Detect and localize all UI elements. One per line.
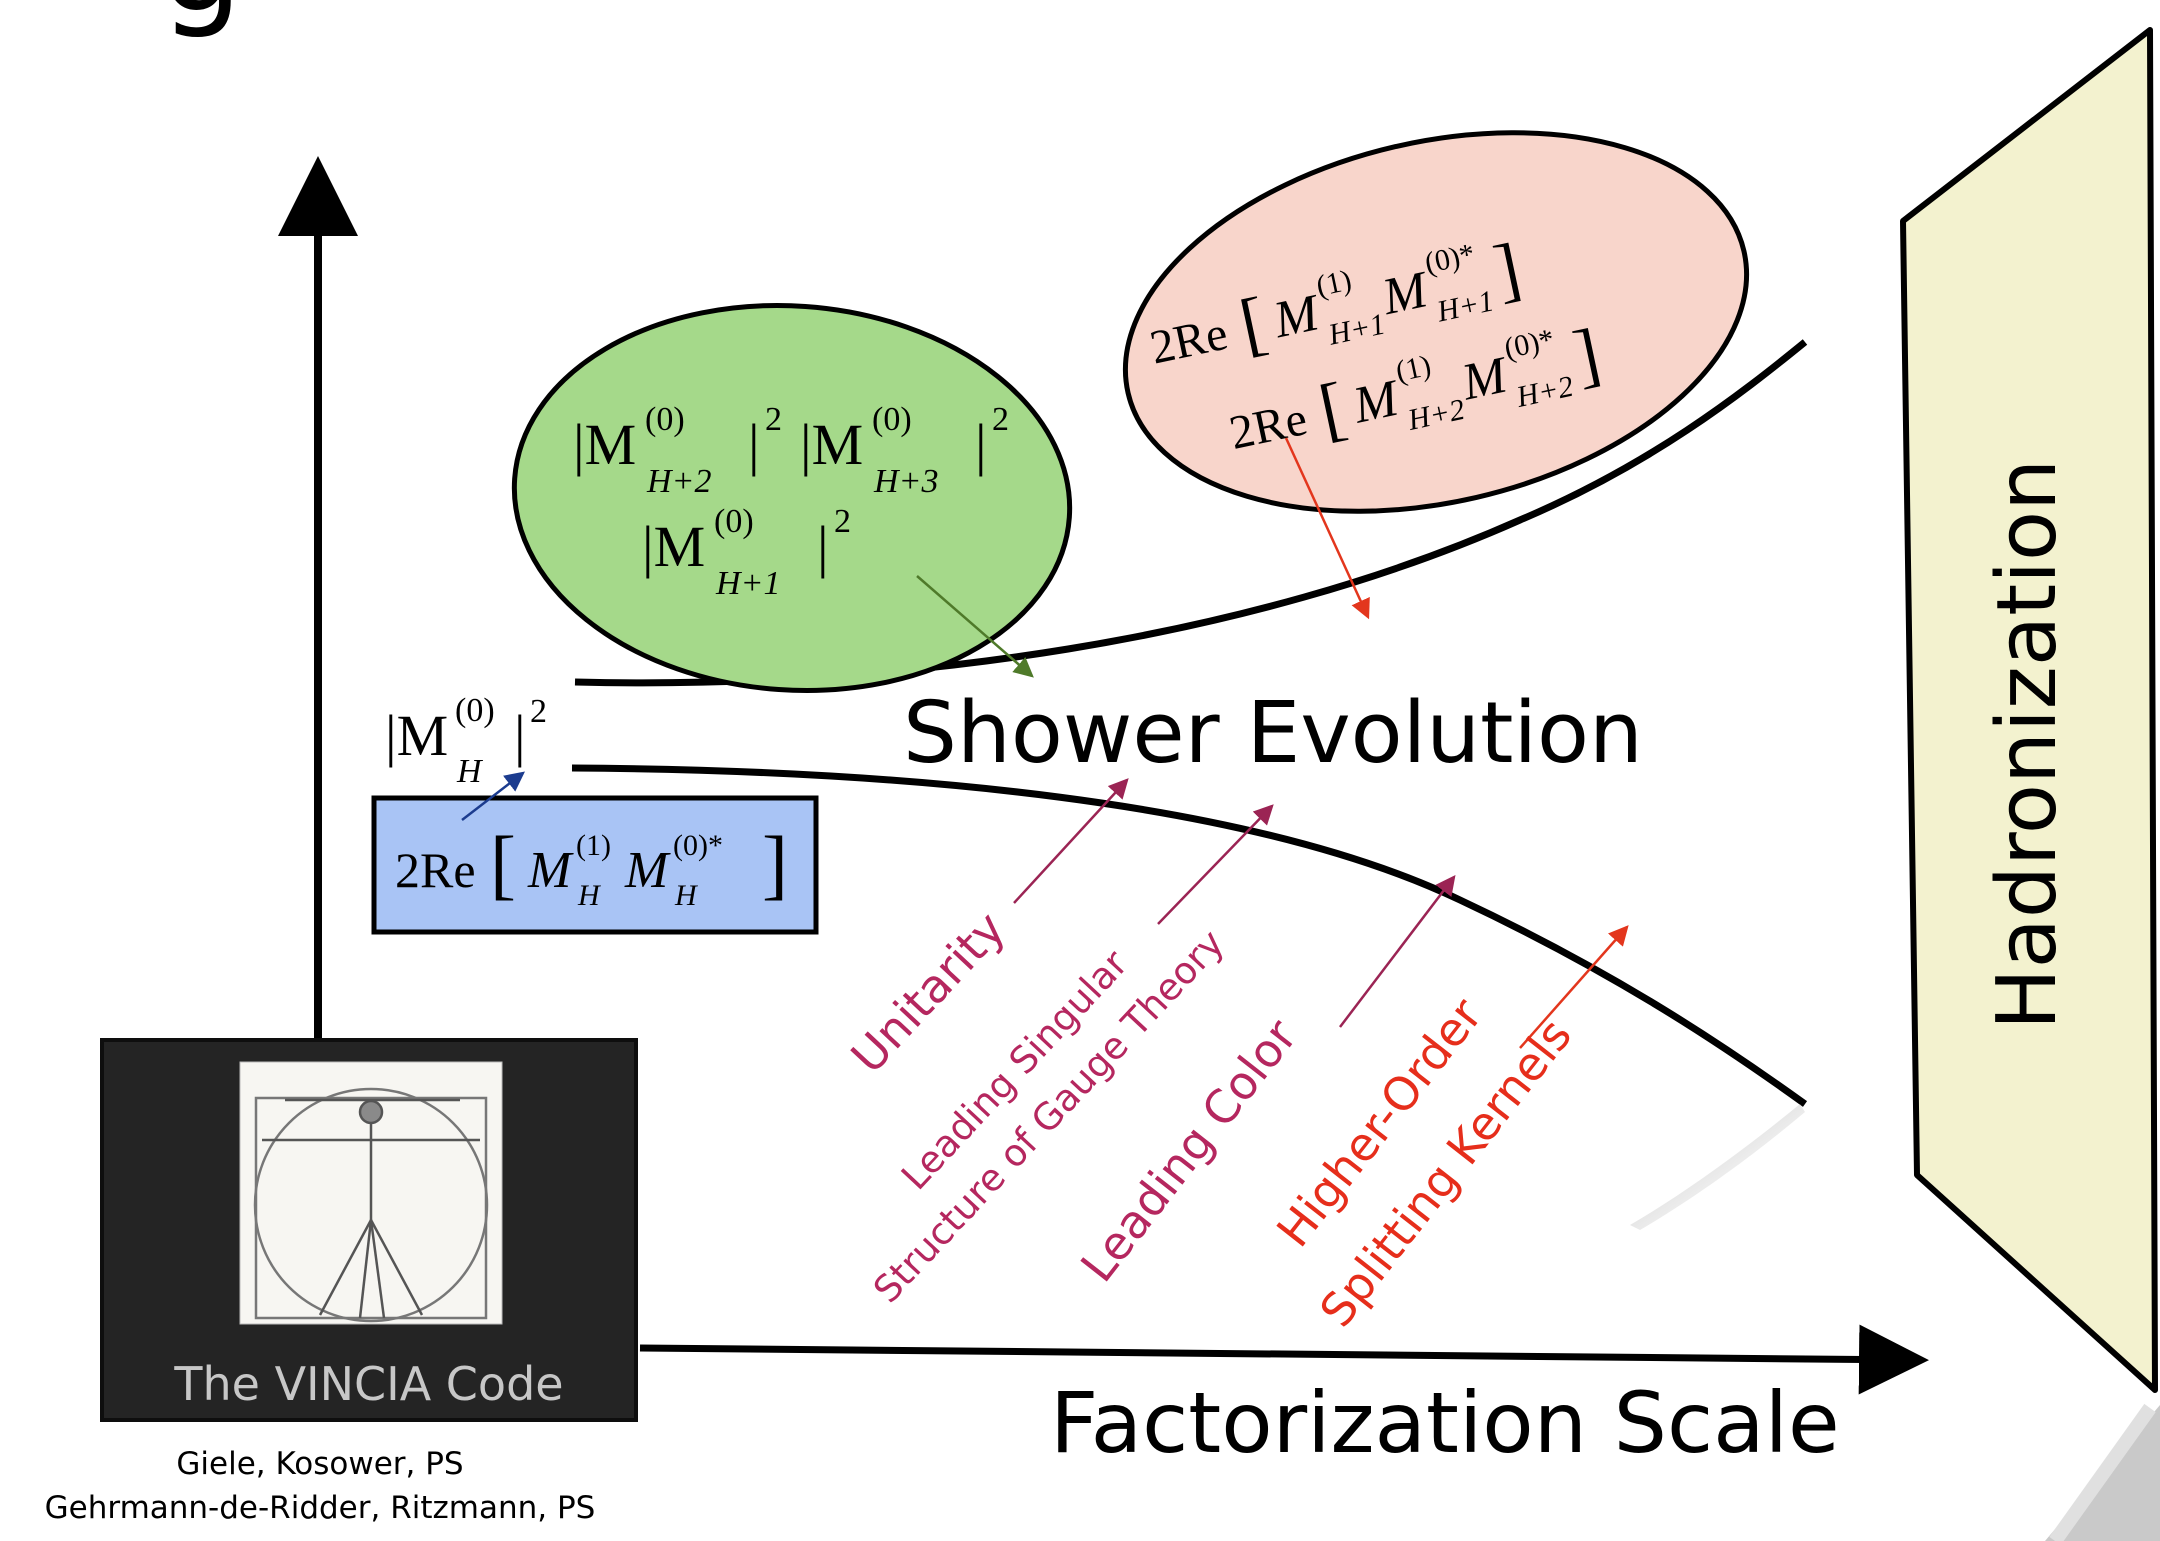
svg-text:|M: |M [642, 514, 705, 579]
singular-arrow [1157, 804, 1274, 925]
tree-ellipse [511, 302, 1073, 694]
virtual-term: 2Re [ M (1) H M (0)* H ] [395, 820, 788, 912]
svg-text:H+2: H+2 [646, 463, 712, 500]
svg-text:2: 2 [992, 401, 1009, 438]
svg-text:]: ] [762, 820, 788, 907]
svg-text:(1): (1) [1393, 349, 1434, 389]
band-lower-curve [571, 764, 1808, 1107]
tree-terms: |M (0) H+2 | 2 |M (0) H+3 | 2 |M (0) H+1… [573, 401, 1009, 602]
svg-text:|: | [817, 514, 829, 579]
band-lower-shadow [1630, 1104, 1805, 1230]
svg-text:M: M [624, 842, 671, 899]
svg-text:|M: |M [573, 412, 636, 477]
unitarity-arrow [1013, 778, 1129, 904]
virtual-arrow [461, 771, 525, 821]
svg-text:H: H [674, 879, 699, 912]
svg-text:2: 2 [834, 503, 851, 540]
svg-text:[: [ [490, 820, 516, 907]
svg-text:|M: |M [800, 412, 863, 477]
virtual-box [371, 795, 819, 935]
svg-text:(0): (0) [872, 401, 912, 438]
color-arrow [1339, 875, 1456, 1028]
svg-text:(1): (1) [1313, 264, 1354, 304]
loop-ellipse [1122, 130, 1750, 514]
svg-text:2Re: 2Re [395, 842, 476, 898]
higher-order-arrow [1519, 925, 1629, 1049]
svg-text:H+3: H+3 [873, 463, 939, 500]
svg-text:H: H [577, 879, 602, 912]
unitarity-label: Unitarity [841, 901, 1016, 1083]
svg-text:(0): (0) [455, 692, 495, 729]
band-label: Shower Evolution [903, 684, 1643, 783]
svg-text:2: 2 [530, 693, 547, 730]
hadronization-panel [1900, 27, 2158, 1393]
svg-text:|: | [748, 412, 760, 477]
loop-arrow [1284, 437, 1370, 620]
svg-text:(0): (0) [645, 401, 685, 438]
svg-text:2: 2 [765, 401, 782, 438]
svg-text:(1): (1) [576, 829, 611, 862]
x-axis [639, 1324, 1929, 1395]
vitruvian-man-icon [253, 1087, 489, 1323]
vincia-caption: The VINCIA Code [173, 1357, 563, 1411]
tree-arrow [916, 575, 1034, 678]
svg-text:|: | [975, 412, 987, 477]
hadronization-shadow-edge [2049, 1403, 2156, 1541]
svg-text:(0)*: (0)* [673, 829, 723, 862]
svg-text:M: M [527, 842, 574, 899]
credits-line-2: Gehrmann-de-Ridder, Ritzmann, PS [44, 1490, 596, 1526]
svg-text:H: H [456, 753, 484, 790]
hadronization-label: Hadronization [1980, 459, 2075, 1030]
born-term: |M (0) H | 2 [385, 692, 547, 790]
svg-text:|: | [514, 703, 526, 768]
x-axis-label: Factorization Scale [1050, 1374, 1840, 1472]
svg-text:|M: |M [385, 703, 448, 768]
title-fragment: g [160, 0, 243, 41]
svg-text:H+1: H+1 [715, 565, 781, 602]
credits-line-1: Giele, Kosower, PS [176, 1446, 464, 1482]
svg-text:(0): (0) [714, 503, 754, 540]
